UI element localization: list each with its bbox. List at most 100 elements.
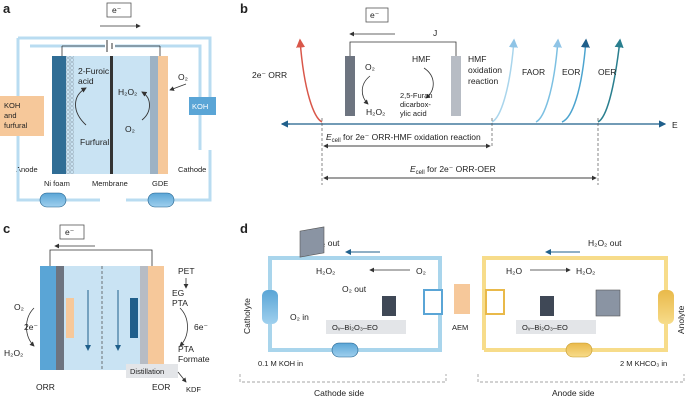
d-o2-in: O₂ in xyxy=(290,312,309,322)
furfural-label: Furfural xyxy=(80,137,109,147)
c-anode-layer xyxy=(140,266,148,370)
c-o2: O₂ xyxy=(14,302,24,312)
curve-oer xyxy=(597,38,624,123)
d-pump-left xyxy=(331,342,359,358)
d-catalyst-left xyxy=(382,296,396,316)
d-khco3-in: 2 M KHCO₃ in xyxy=(620,359,667,368)
membrane-label: Membrane xyxy=(92,179,128,188)
d-h2o2: H₂O₂ xyxy=(316,266,335,276)
d-pump-right xyxy=(565,342,593,358)
b-circuit xyxy=(349,41,457,56)
catholyte-reservoir xyxy=(262,290,278,324)
catholyte-loop xyxy=(268,256,442,352)
ni-foam xyxy=(66,56,74,174)
c-anode xyxy=(148,266,164,370)
c-kdf-arrow xyxy=(177,371,187,383)
panel-d-letter: d xyxy=(240,221,248,236)
electron-box xyxy=(106,2,132,18)
o2-feed-arrow xyxy=(169,83,187,91)
d-ov-left-box xyxy=(326,320,406,334)
ecell2-label: Ecell for 2e⁻ ORR-OER xyxy=(410,164,496,176)
c-orr: ORR xyxy=(36,382,55,392)
d-cathode-plate xyxy=(299,226,325,258)
c-cathode-layer xyxy=(56,266,64,370)
panel-b: b e⁻ J O₂ H₂O₂ HMF 2,5-Furan dicarbox- y… xyxy=(240,1,678,185)
d-anode-plate xyxy=(595,289,621,317)
c-kdf: KDF xyxy=(186,385,201,394)
panel-a-letter: a xyxy=(3,1,11,16)
gde-backing xyxy=(158,56,168,174)
c-eg: EG xyxy=(172,288,184,298)
b-orr-label: 2e⁻ ORR xyxy=(252,70,287,80)
b-fdca-3: ylic acid xyxy=(400,109,427,118)
d-koh-in: 0.1 M KOH in xyxy=(258,359,303,368)
b-oer: OER xyxy=(598,67,616,77)
b-hmfox-1: HMF xyxy=(468,54,486,64)
b-hmf-arrow xyxy=(423,67,434,99)
distillation-box xyxy=(126,364,178,378)
c-electron-box xyxy=(59,224,85,240)
panel-d: d Catholyte H₂O₂ out H₂O₂ O₂ O₂ out O₂ i… xyxy=(239,221,685,398)
c-eor: EOR xyxy=(152,382,170,392)
anode-side-bracket xyxy=(477,374,685,383)
koh-furfural-2: and xyxy=(4,111,17,120)
b-eor: EOR xyxy=(562,67,580,77)
c-electron-label: e⁻ xyxy=(65,227,75,237)
koh-furfural-1: KOH xyxy=(4,101,20,110)
koh-box xyxy=(189,97,216,115)
b-e-axis-label: E xyxy=(672,120,678,130)
curve-faor xyxy=(535,38,562,123)
c-anode-pad xyxy=(130,298,138,338)
anode-label: Anode xyxy=(16,165,38,174)
c-h2o2: H₂O₂ xyxy=(4,348,23,358)
cathode-side-bracket xyxy=(239,374,447,383)
d-anolyte: Anolyte xyxy=(676,305,685,334)
cathode-label: Cathode xyxy=(178,165,206,174)
anolyte-loop xyxy=(482,256,668,352)
d-catholyte: Catholyte xyxy=(242,298,252,334)
o2-reduction-arrow xyxy=(141,91,150,121)
furoic-acid-1: 2-Furoic xyxy=(78,66,110,76)
battery-gap xyxy=(105,42,115,50)
koh-furfural-3: furfural xyxy=(4,121,28,130)
d-catalyst-right xyxy=(540,296,554,316)
d-ov-right: Oᵥ–Bi₂O₃–EO xyxy=(522,323,568,332)
d-gasket-left xyxy=(423,289,443,315)
panel-a: a e⁻ 2-Furoic acid Furfural H₂O₂ O₂ KOH … xyxy=(0,1,216,208)
d-aem xyxy=(454,284,470,314)
panel-c-letter: c xyxy=(3,221,10,236)
koh-label: KOH xyxy=(192,102,208,111)
furfural-arrow xyxy=(75,87,87,126)
c-cathode-pad xyxy=(66,298,74,338)
b-orr-arrow xyxy=(361,75,371,105)
d-h2o2-right: H₂O₂ xyxy=(576,266,595,276)
a-h2o2: H₂O₂ xyxy=(118,87,137,97)
c-pta2: PTA xyxy=(178,344,194,354)
d-o2-out: O₂ out xyxy=(342,284,367,294)
c-two-e: 2e⁻ xyxy=(24,322,38,332)
ni-foam-label: Ni foam xyxy=(44,179,70,188)
membrane xyxy=(110,56,113,174)
d-gasket-right xyxy=(485,289,505,315)
d-h2o2-out-right: H₂O₂ out xyxy=(588,238,622,248)
c-pet: PET xyxy=(178,266,195,276)
pump-left xyxy=(39,192,67,208)
furoic-acid-2: acid xyxy=(78,76,94,86)
curve-hmfor xyxy=(491,38,518,123)
ecell1-label: Ecell for 2e⁻ ORR-HMF oxidation reaction xyxy=(326,132,481,144)
d-o2: O₂ xyxy=(416,266,426,276)
c-distillation: Distillation xyxy=(130,367,164,376)
b-fdca-1: 2,5-Furan xyxy=(400,91,433,100)
b-anode-bar xyxy=(451,56,461,116)
d-h2o: H₂O xyxy=(506,266,522,276)
curve-orr xyxy=(296,38,323,123)
anolyte-reservoir xyxy=(658,290,674,324)
b-o2: O₂ xyxy=(365,62,375,72)
d-anode-side: Anode side xyxy=(552,388,595,398)
b-electron-label: e⁻ xyxy=(370,10,380,20)
panel-c: c e⁻ O₂ 2e⁻ H₂O₂ EG PTA PET 6e⁻ PTA Form… xyxy=(3,221,210,394)
b-h2o2: H₂O₂ xyxy=(366,107,385,117)
electron-label: e⁻ xyxy=(112,5,122,15)
d-cathode-side: Cathode side xyxy=(314,388,364,398)
